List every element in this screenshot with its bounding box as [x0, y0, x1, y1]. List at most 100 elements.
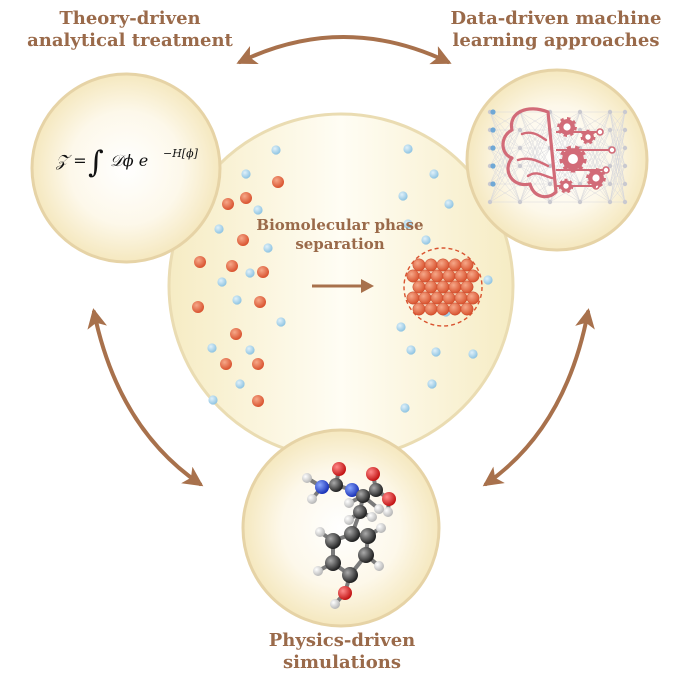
network-node	[622, 181, 628, 187]
gear-hole	[563, 183, 569, 189]
blue-particle	[403, 219, 413, 229]
circuit-node	[602, 166, 610, 174]
molecule-icon	[302, 462, 396, 609]
network-node	[547, 163, 553, 169]
atom	[358, 547, 374, 563]
network-node	[517, 199, 523, 205]
blue-particle	[427, 379, 437, 389]
droplet-particle	[454, 291, 468, 305]
atom	[302, 473, 312, 483]
arrow-theory-physics	[87, 308, 204, 487]
network-node	[517, 145, 523, 151]
droplet-particle	[430, 269, 444, 283]
arrow-data-physics	[482, 308, 595, 487]
gear-hole	[568, 154, 578, 164]
network-node	[607, 109, 613, 115]
arrow-theory-data	[236, 35, 452, 65]
network-edge	[609, 111, 626, 167]
atom	[344, 526, 360, 542]
network-node	[577, 109, 583, 115]
atom	[374, 561, 384, 571]
blue-particle	[235, 379, 245, 389]
atom	[330, 599, 340, 609]
physics-label-line2: simulations	[283, 652, 401, 673]
theory-label-line2: analytical treatment	[27, 30, 233, 51]
blue-particle	[208, 395, 218, 405]
atom	[353, 505, 367, 519]
network-node	[607, 181, 613, 187]
data-label-line2: learning approaches	[453, 30, 660, 51]
network-edge	[519, 111, 551, 185]
red-particle	[240, 192, 252, 204]
droplet-particle	[412, 280, 426, 294]
input-node	[490, 127, 496, 133]
gear-hole	[585, 134, 591, 140]
droplet-particle	[460, 280, 474, 294]
network-node	[622, 127, 628, 133]
atom	[315, 527, 325, 537]
atom	[344, 498, 354, 508]
gear-hole	[563, 123, 571, 131]
blue-particle	[263, 243, 273, 253]
network-edge	[489, 183, 521, 203]
connection-arrows	[87, 35, 595, 487]
droplet-particle	[448, 258, 462, 272]
red-particle	[194, 256, 206, 268]
theory-circle: 𝒵 = ∫ 𝒟ϕ e −H[ϕ]	[30, 72, 222, 264]
network-edge	[519, 111, 551, 149]
network-edge	[519, 111, 551, 203]
data-label-line1: Data-driven machine	[450, 8, 661, 29]
circuit-node	[608, 146, 616, 154]
blue-particle	[207, 343, 217, 353]
blue-particle	[241, 169, 251, 179]
blue-particle	[403, 144, 413, 154]
blue-particle	[276, 317, 286, 327]
blue-particle	[396, 322, 406, 332]
atom	[344, 515, 354, 525]
network-edge	[489, 129, 521, 203]
atom	[313, 566, 323, 576]
network-edge	[489, 111, 521, 185]
blue-particle	[400, 403, 410, 413]
gear-hole	[592, 174, 600, 182]
network-edge	[609, 183, 626, 203]
blue-particle	[421, 235, 431, 245]
droplet-particle	[424, 302, 438, 316]
atom	[376, 523, 386, 533]
center-label: Biomolecular phase separation	[256, 216, 423, 253]
process-arrow-icon	[312, 279, 374, 293]
blue-particle	[431, 347, 441, 357]
network-edge	[609, 129, 626, 203]
network-edge	[519, 129, 551, 203]
network-edge	[519, 111, 551, 167]
blue-particle	[245, 345, 255, 355]
network-edge	[579, 129, 611, 203]
input-node	[490, 145, 496, 151]
physics-label-line1: Physics-driven	[269, 630, 416, 651]
network-node	[517, 127, 523, 133]
blue-particle	[398, 191, 408, 201]
network-edge	[519, 165, 551, 203]
droplet-particle	[436, 302, 450, 316]
atom	[366, 467, 380, 481]
network-edge	[579, 111, 611, 185]
atom	[315, 480, 329, 494]
red-particle	[230, 328, 242, 340]
blue-particle	[483, 275, 493, 285]
network-node	[622, 109, 628, 115]
atom	[383, 507, 393, 517]
blue-particle	[271, 145, 281, 155]
network-node	[622, 145, 628, 151]
network-edge	[609, 165, 626, 203]
atom	[332, 462, 346, 476]
red-particle	[222, 198, 234, 210]
network-node	[517, 163, 523, 169]
blue-particle	[444, 199, 454, 209]
network-edge	[609, 111, 626, 131]
input-node	[490, 163, 496, 169]
atom	[307, 494, 317, 504]
network-node	[607, 163, 613, 169]
atom	[374, 504, 384, 514]
network-edge	[609, 111, 626, 185]
